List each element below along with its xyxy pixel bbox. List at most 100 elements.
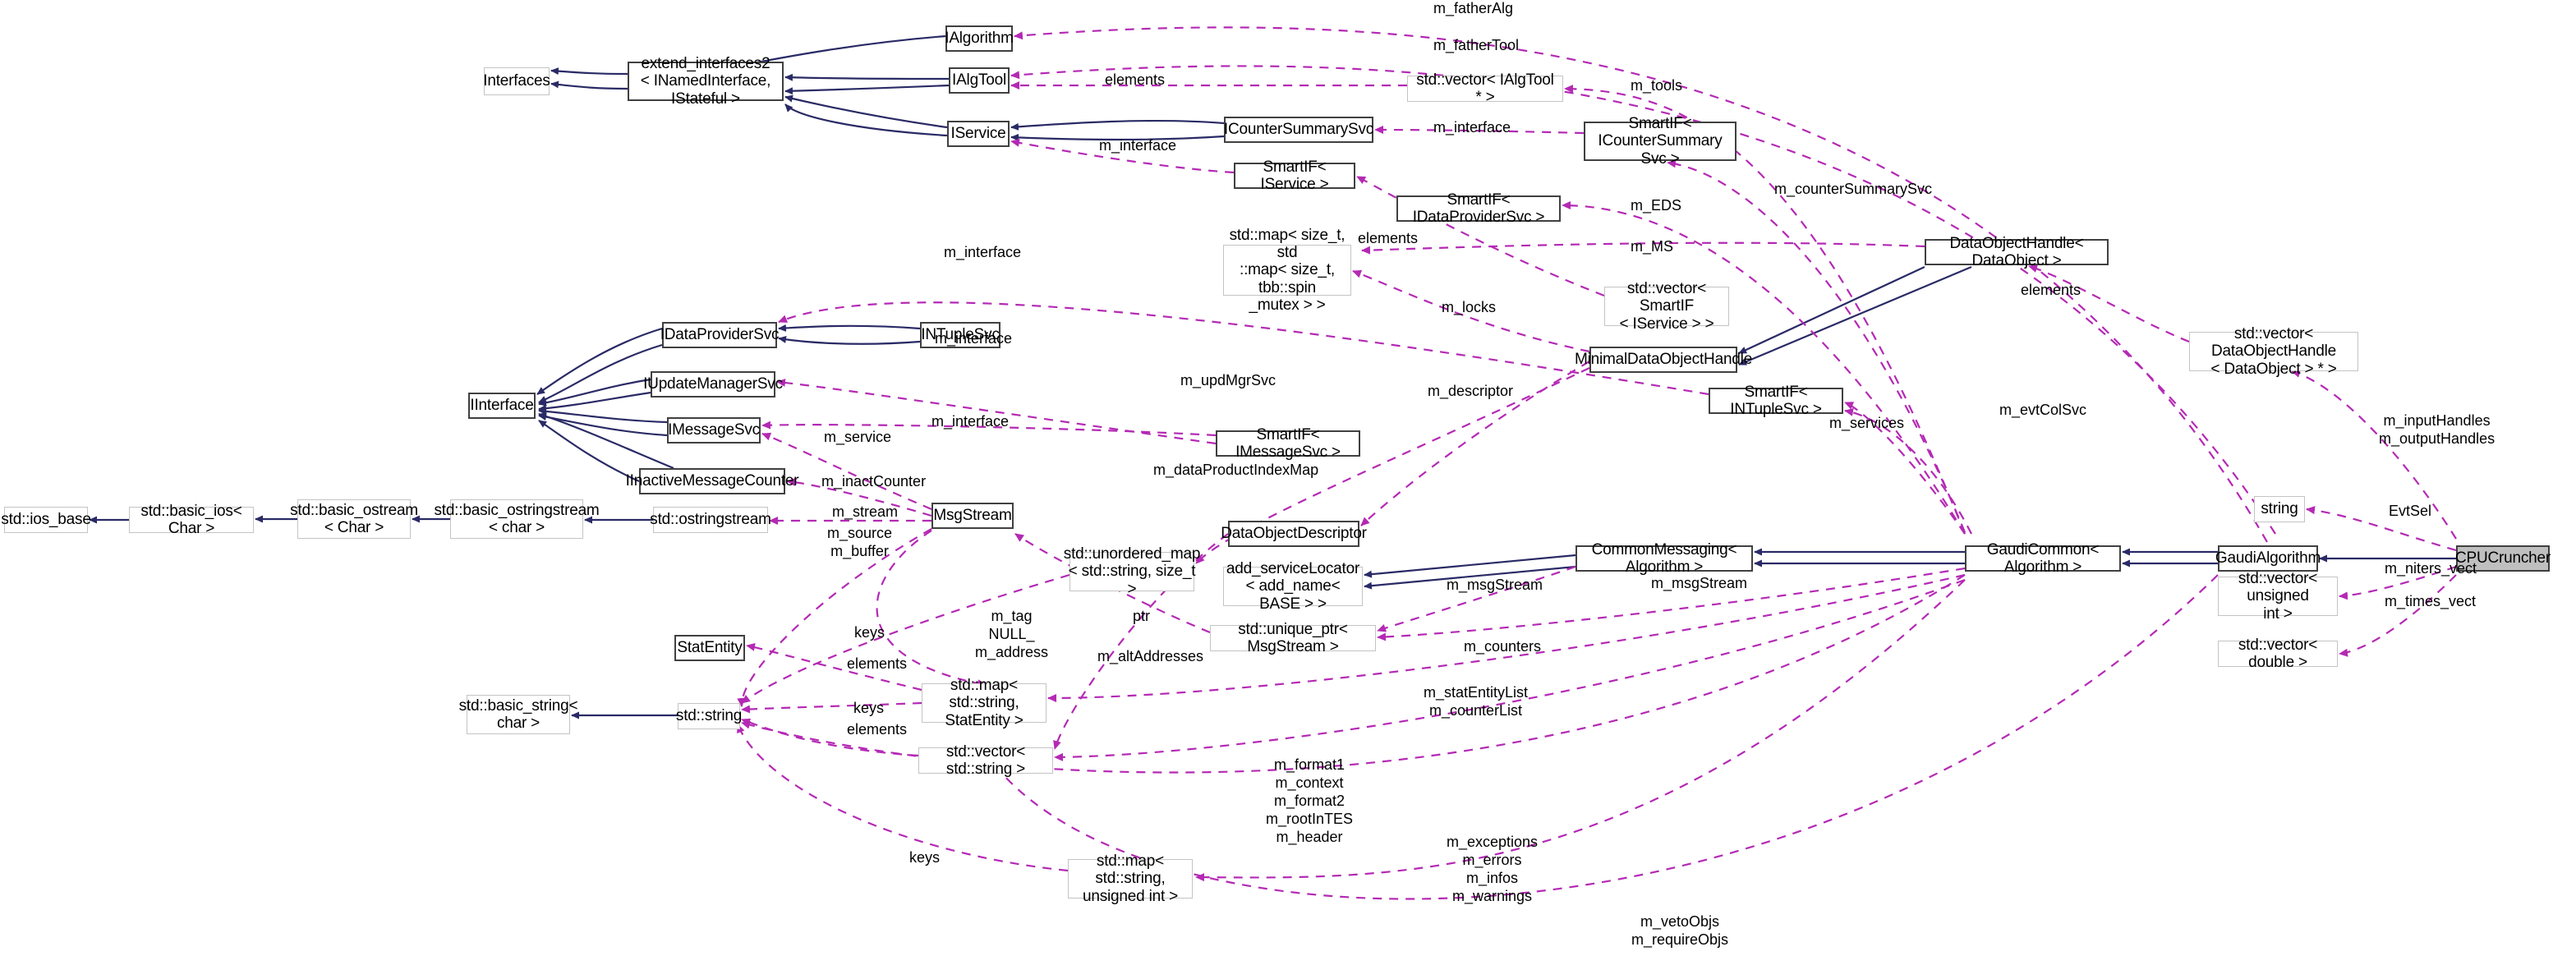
class-node-iinactivemessagecounter[interactable]: IInactiveMessageCounter bbox=[626, 468, 799, 494]
edge-label-elements: elements bbox=[847, 721, 908, 738]
edge-label-m_msgStream: m_msgStream bbox=[1651, 575, 1748, 591]
class-node-std_string[interactable]: std::string bbox=[675, 703, 743, 729]
class-node-label: Interfaces bbox=[483, 72, 550, 90]
class-node-label: std::vector< DataObjectHandle < DataObje… bbox=[2210, 325, 2337, 378]
class-node-smartif_icountersummarysvc[interactable]: SmartIF< ICounterSummary Svc > bbox=[1584, 115, 1736, 168]
class-node-gaudicommon[interactable]: GaudiCommon< Algorithm > bbox=[1965, 541, 2121, 576]
class-node-unique_ptr_msgstream[interactable]: std::unique_ptr< MsgStream > bbox=[1210, 621, 1376, 655]
class-node-ialgorithm[interactable]: IAlgorithm bbox=[945, 25, 1014, 52]
class-node-basic_ostringstream[interactable]: std::basic_ostringstream < char > bbox=[434, 499, 600, 539]
class-node-vector_double[interactable]: std::vector< double > bbox=[2218, 637, 2338, 671]
class-node-label: SmartIF< ICounterSummary Svc > bbox=[1598, 115, 1723, 168]
class-node-label: std::ios_base bbox=[1, 511, 91, 529]
class-node-idataprovidersvc[interactable]: IDataProviderSvc bbox=[660, 322, 780, 348]
edge-label-m_interface: m_interface bbox=[935, 330, 1013, 347]
class-node-cpucruncher[interactable]: CPUCruncher bbox=[2455, 545, 2551, 572]
class-node-iupdatemanagersvc[interactable]: IUpdateManagerSvc bbox=[643, 371, 783, 398]
edge-label-m_inactCounter: m_inactCounter bbox=[821, 473, 927, 489]
edge-label-m_updMgrSvc: m_updMgrSvc bbox=[1180, 372, 1276, 388]
class-node-label: StatEntity bbox=[677, 639, 743, 657]
edge-inherit-15 bbox=[538, 407, 668, 424]
edge-usage-elements bbox=[2028, 264, 2190, 343]
class-node-map_string_uint[interactable]: std::map< std::string, unsigned int > bbox=[1068, 853, 1193, 905]
class-node-vector_smartif_iservice[interactable]: std::vector< SmartIF < IService > > bbox=[1604, 280, 1729, 333]
edge-label-m_tag: m_tag NULL_ m_address bbox=[975, 608, 1049, 660]
edge-label-elements: elements bbox=[1105, 71, 1166, 88]
class-node-map_size_t_spinmutex[interactable]: std::map< size_t, std ::map< size_t, tbb… bbox=[1223, 227, 1351, 314]
class-node-label: SmartIF< IService > bbox=[1260, 158, 1329, 193]
edge-inherit-3 bbox=[784, 73, 950, 81]
edge-label-m_counterSummarySvc: m_counterSummarySvc bbox=[1774, 181, 1933, 197]
class-node-basic_string_char[interactable]: std::basic_string< char > bbox=[459, 695, 578, 734]
class-node-label: std::unique_ptr< MsgStream > bbox=[1238, 620, 1348, 655]
class-node-label: std::map< std::string, StatEntity > bbox=[945, 677, 1024, 729]
class-node-dataobjectdescriptor[interactable]: DataObjectDescriptor bbox=[1221, 521, 1367, 547]
class-node-vector_unsigned_int[interactable]: std::vector< unsigned int > bbox=[2218, 570, 2338, 623]
class-node-label: std::string bbox=[675, 707, 743, 725]
edge-inherit-12 bbox=[538, 343, 663, 404]
class-node-commonmessaging[interactable]: CommonMessaging< Algorithm > bbox=[1576, 541, 1753, 576]
class-node-statentity[interactable]: StatEntity bbox=[674, 635, 745, 661]
class-node-msgstream[interactable]: MsgStream bbox=[932, 503, 1014, 529]
class-node-basic_ios[interactable]: std::basic_ios< Char > bbox=[129, 503, 254, 537]
class-node-vector_string[interactable]: std::vector< std::string > bbox=[918, 743, 1053, 778]
class-node-vector_ialgtool[interactable]: std::vector< IAlgTool * > bbox=[1407, 71, 1563, 106]
class-node-gaudialgorithm[interactable]: GaudiAlgorithm bbox=[2215, 545, 2321, 572]
class-node-label: MsgStream bbox=[933, 507, 1012, 525]
class-node-basic_ostream[interactable]: std::basic_ostream < Char > bbox=[290, 499, 418, 539]
class-node-smartif_iservice[interactable]: SmartIF< IService > bbox=[1234, 159, 1355, 193]
class-node-smartif_idataprovidersvc[interactable]: SmartIF< IDataProviderSvc > bbox=[1396, 191, 1561, 226]
class-node-label: IUpdateManagerSvc bbox=[643, 375, 783, 393]
edge-label-m_format1: m_format1 m_context m_format2 m_rootInTE… bbox=[1266, 756, 1354, 845]
edge-label-m_counters: m_counters bbox=[1464, 638, 1542, 655]
class-node-vector_dataobjecthandle[interactable]: std::vector< DataObjectHandle < DataObje… bbox=[2189, 325, 2358, 378]
class-node-label: std::basic_ostream < Char > bbox=[290, 501, 418, 536]
class-node-smartif_imessagesvc[interactable]: SmartIF< IMessageSvc > bbox=[1216, 426, 1360, 461]
edge-usage-EvtSel bbox=[2306, 506, 2457, 552]
edge-label-m_vetoObjs: m_vetoObjs m_requireObjs bbox=[1631, 913, 1729, 948]
class-node-ostringstream[interactable]: std::ostringstream bbox=[650, 507, 771, 533]
class-node-extend_interfaces2[interactable]: extend_interfaces2 < INamedInterface, IS… bbox=[628, 55, 784, 108]
edge-usage-m_statEntityList m_counterList bbox=[1054, 578, 1966, 761]
edge-label-m_msgStream: m_msgStream bbox=[1447, 577, 1543, 593]
class-node-label: std::basic_ostringstream < char > bbox=[434, 501, 600, 536]
class-node-iinterface[interactable]: IInterface bbox=[468, 393, 536, 419]
class-node-ialgtool[interactable]: IAlgTool bbox=[949, 67, 1010, 94]
edge-label-m_fatherTool: m_fatherTool bbox=[1433, 37, 1520, 53]
class-node-label: IAlgTool bbox=[952, 71, 1006, 90]
class-node-label: SmartIF< IMessageSvc > bbox=[1235, 425, 1341, 461]
class-node-label: IMessageSvc bbox=[668, 421, 760, 439]
edge-inherit-7 bbox=[1010, 119, 1225, 131]
class-node-label: SmartIF< IDataProviderSvc > bbox=[1412, 191, 1545, 226]
class-node-minimaldataobjecthandle[interactable]: MinimalDataObjectHandle bbox=[1575, 347, 1752, 373]
edge-inherit-9 bbox=[778, 324, 921, 332]
class-node-map_string_statentity[interactable]: std::map< std::string, StatEntity > bbox=[922, 677, 1046, 729]
class-node-label: CommonMessaging< Algorithm > bbox=[1591, 540, 1737, 576]
class-node-imessagesvc[interactable]: IMessageSvc bbox=[667, 417, 761, 444]
edge-usage-m_times_vect bbox=[2339, 574, 2457, 657]
edge-inherit-31 bbox=[1738, 266, 1925, 354]
class-node-label: SmartIF< INTupleSvc > bbox=[1730, 383, 1822, 418]
class-node-label: std::map< size_t, std ::map< size_t, tbb… bbox=[1229, 226, 1346, 314]
class-node-icountersummarysvc[interactable]: ICounterSummarySvc bbox=[1224, 117, 1373, 143]
class-node-ios_base[interactable]: std::ios_base bbox=[1, 507, 91, 533]
edge-label-keys: keys bbox=[909, 849, 941, 866]
class-node-label: ICounterSummarySvc bbox=[1223, 121, 1374, 139]
class-node-iservice[interactable]: IService bbox=[947, 121, 1010, 147]
class-node-unordered_map[interactable]: std::unordered_map < std::string, size_t… bbox=[1064, 545, 1201, 598]
edge-usage-m_vetoObjs m_requireObjs bbox=[993, 574, 2219, 900]
class-node-label: std::vector< unsigned int > bbox=[2238, 570, 2318, 623]
edge-inherit-5 bbox=[784, 94, 948, 129]
class-node-string_plain[interactable]: string bbox=[2254, 496, 2305, 522]
class-node-interfaces[interactable]: Interfaces bbox=[483, 67, 550, 95]
edge-label-EvtSel: EvtSel bbox=[2389, 503, 2432, 519]
class-node-add_servicelocator[interactable]: add_serviceLocator < add_name< BASE > > bbox=[1223, 560, 1363, 613]
edge-label-elements: elements bbox=[847, 655, 908, 672]
class-node-dataobjecthandle[interactable]: DataObjectHandle< DataObject > bbox=[1925, 235, 2109, 269]
edge-label-m_locks: m_locks bbox=[1442, 299, 1497, 315]
class-node-smartif_intuplesvc[interactable]: SmartIF< INTupleSvc > bbox=[1709, 384, 1843, 418]
edge-label-m_fatherAlg: m_fatherAlg bbox=[1433, 0, 1514, 16]
class-node-label: std::basic_string< char > bbox=[458, 696, 578, 732]
class-node-label: IDataProviderSvc bbox=[660, 326, 780, 344]
edge-label-m_inputHandles: m_inputHandles m_outputHandles bbox=[2379, 412, 2496, 447]
